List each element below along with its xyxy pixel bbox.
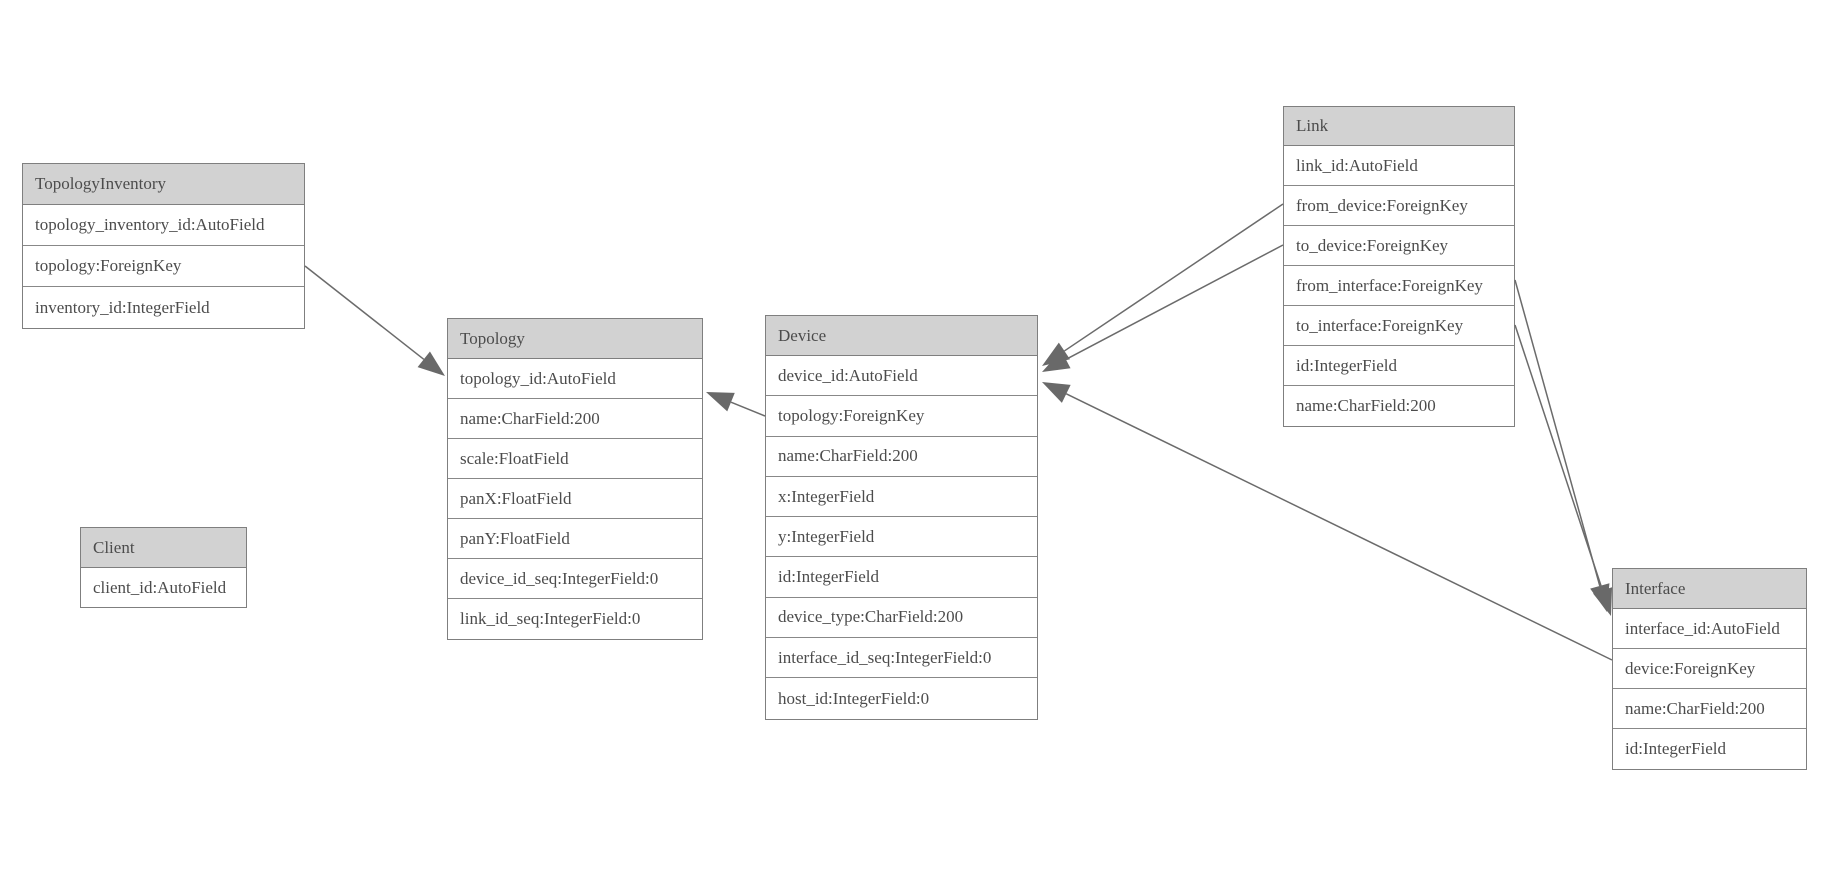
- field-label: device:ForeignKey: [1625, 658, 1756, 678]
- entity-table-client: Client client_id:AutoField: [80, 527, 247, 608]
- field-row: to_interface:ForeignKey: [1284, 306, 1514, 346]
- field-label: topology_inventory_id:AutoField: [35, 215, 265, 234]
- field-row: device_id_seq:IntegerField:0: [448, 559, 702, 599]
- field-label: name:CharField:200: [460, 408, 600, 428]
- field-row: topology_id:AutoField: [448, 359, 702, 399]
- entity-table-interface: Interface interface_id:AutoField device:F…: [1612, 568, 1807, 770]
- relationship-arrowhead-device-topology: [706, 392, 735, 412]
- field-label: device_id_seq:IntegerField:0: [460, 568, 659, 588]
- entity-table-title: Interface: [1625, 578, 1686, 598]
- field-label: x:IntegerField: [778, 486, 875, 506]
- field-label: panY:FloatField: [460, 528, 570, 548]
- field-row: device_id:AutoField: [766, 356, 1037, 397]
- field-label: to_interface:ForeignKey: [1296, 315, 1464, 335]
- field-row: from_interface:ForeignKey: [1284, 266, 1514, 306]
- field-row: to_device:ForeignKey: [1284, 226, 1514, 266]
- field-label: client_id:AutoField: [93, 577, 227, 597]
- field-row: link_id:AutoField: [1284, 146, 1514, 186]
- field-row: id:IntegerField: [1284, 346, 1514, 386]
- relationship-line-link-fromdevice-device: [1063, 203, 1284, 352]
- field-label: scale:FloatField: [460, 448, 569, 468]
- field-label: id:IntegerField: [1296, 355, 1398, 375]
- relationship-arrowhead-link-tointerface-interface: [1593, 587, 1613, 616]
- relationship-line-topologyinventory-topology: [304, 265, 425, 360]
- field-row: client_id:AutoField: [81, 568, 246, 607]
- field-label: panX:FloatField: [460, 488, 572, 508]
- relationship-line-link-frominterface-interface: [1514, 279, 1601, 587]
- field-label: link_id:AutoField: [1296, 155, 1418, 175]
- entity-table-topology: Topology topology_id:AutoField name:CharF…: [447, 318, 703, 640]
- entity-table-title: Client: [93, 537, 135, 557]
- relationship-arrowhead-link-frominterface-interface: [1590, 583, 1610, 612]
- relationship-arrowhead-topologyinventory-topology: [417, 351, 445, 376]
- field-row: topology:ForeignKey: [766, 396, 1037, 437]
- field-label: topology:ForeignKey: [35, 256, 182, 275]
- field-row: x:IntegerField: [766, 476, 1037, 518]
- relationship-arrowhead-interface-device: [1042, 382, 1071, 403]
- field-row: name:CharField:200: [448, 399, 702, 439]
- entity-table-header: Client: [81, 528, 246, 568]
- field-row: topology:ForeignKey: [23, 246, 304, 287]
- entity-table-title: Topology: [460, 328, 525, 348]
- field-row: device:ForeignKey: [1613, 649, 1806, 689]
- field-row: panY:FloatField: [448, 519, 702, 559]
- field-row: interface_id:AutoField: [1613, 609, 1806, 649]
- field-row: interface_id_seq:IntegerField:0: [766, 638, 1037, 679]
- entity-table-topology-inventory: TopologyInventory topology_inventory_id:…: [22, 163, 305, 329]
- entity-table-title: TopologyInventory: [35, 174, 167, 193]
- field-label: name:CharField:200: [1296, 396, 1436, 415]
- field-row: name:CharField:200: [766, 436, 1037, 477]
- entity-table-header: Link: [1284, 107, 1514, 146]
- relationship-line-link-tointerface-interface: [1514, 324, 1604, 591]
- field-label: host_id:IntegerField:0: [778, 688, 930, 708]
- field-row: id:IntegerField: [1613, 729, 1806, 769]
- entity-table-header: Interface: [1613, 569, 1806, 609]
- field-row: name:CharField:200: [1613, 689, 1806, 729]
- field-row: id:IntegerField: [766, 557, 1037, 598]
- relationship-line-device-topology: [730, 401, 766, 417]
- field-row: name:CharField:200: [1284, 386, 1514, 426]
- entity-table-link: Link link_id:AutoField from_device:Foreig…: [1283, 106, 1515, 427]
- field-label: device_id:AutoField: [778, 365, 918, 385]
- relationship-arrowhead-link-todevice-device: [1042, 350, 1071, 372]
- field-row: inventory_id:IntegerField: [23, 287, 304, 328]
- entity-table-header: Topology: [448, 319, 702, 359]
- field-label: y:IntegerField: [778, 526, 875, 546]
- field-row: y:IntegerField: [766, 517, 1037, 558]
- field-label: from_device:ForeignKey: [1296, 195, 1468, 215]
- entity-table-header: TopologyInventory: [23, 164, 304, 205]
- field-label: name:CharField:200: [1625, 698, 1765, 718]
- field-label: id:IntegerField: [1625, 739, 1727, 758]
- field-label: topology_id:AutoField: [460, 368, 616, 388]
- field-row: from_device:ForeignKey: [1284, 186, 1514, 226]
- field-row: host_id:IntegerField:0: [766, 678, 1037, 719]
- field-label: topology:ForeignKey: [778, 405, 925, 425]
- field-row: topology_inventory_id:AutoField: [23, 205, 304, 246]
- field-row: panX:FloatField: [448, 479, 702, 519]
- field-row: link_id_seq:IntegerField:0: [448, 599, 702, 639]
- field-label: link_id_seq:IntegerField:0: [460, 609, 641, 628]
- field-label: interface_id_seq:IntegerField:0: [778, 647, 992, 667]
- entity-table-device: Device device_id:AutoField topology:Forei…: [765, 315, 1038, 720]
- entity-table-title: Device: [778, 325, 827, 345]
- field-label: device_type:CharField:200: [778, 607, 964, 627]
- field-label: to_device:ForeignKey: [1296, 235, 1449, 255]
- entity-table-title: Link: [1296, 116, 1329, 135]
- field-label: id:IntegerField: [778, 567, 880, 587]
- field-label: interface_id:AutoField: [1625, 618, 1780, 638]
- field-label: name:CharField:200: [778, 446, 918, 466]
- entity-table-header: Device: [766, 316, 1037, 356]
- relationship-line-link-todevice-device: [1065, 244, 1284, 361]
- field-label: from_interface:ForeignKey: [1296, 275, 1483, 295]
- field-row: device_type:CharField:200: [766, 597, 1037, 639]
- field-label: inventory_id:IntegerField: [35, 297, 210, 317]
- field-row: scale:FloatField: [448, 439, 702, 479]
- relationship-line-interface-device: [1065, 393, 1613, 661]
- relationship-arrowhead-link-fromdevice-device: [1042, 342, 1070, 366]
